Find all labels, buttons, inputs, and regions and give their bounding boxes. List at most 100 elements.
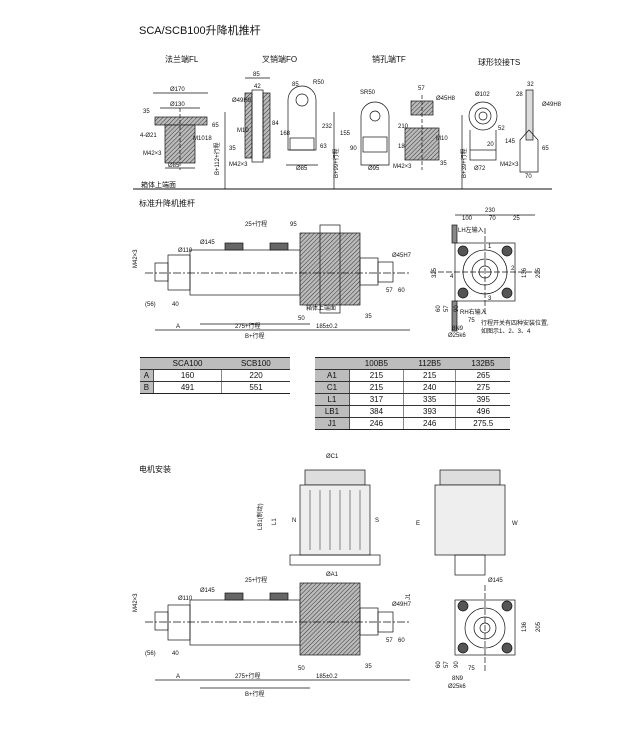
svg-text:R50: R50 (313, 80, 325, 86)
reference-surface-label: 箱体上端面 (141, 182, 176, 189)
svg-text:25+行程: 25+行程 (245, 220, 267, 228)
cell: 246 (348, 417, 404, 430)
svg-text:95: 95 (290, 222, 297, 228)
svg-text:L1: L1 (272, 518, 278, 525)
svg-text:Ø102: Ø102 (475, 92, 490, 98)
svg-text:100: 100 (462, 216, 473, 222)
svg-text:57: 57 (418, 86, 425, 92)
label-fork-end: 叉销端FO (262, 55, 298, 64)
svg-text:LH左输入: LH左输入 (458, 226, 484, 234)
svg-text:155: 155 (340, 131, 351, 137)
flange-end-drawing (153, 92, 208, 170)
note-line-2: 如图示1、2、3、4 (481, 329, 531, 335)
svg-text:S: S (375, 518, 379, 524)
svg-text:Ø110: Ø110 (178, 248, 193, 254)
svg-text:Ø45H8: Ø45H8 (436, 96, 456, 102)
svg-text:M42×3: M42×3 (500, 162, 519, 168)
svg-text:ØA1: ØA1 (326, 572, 339, 578)
svg-text:箱体上端面: 箱体上端面 (306, 304, 336, 312)
svg-text:32: 32 (527, 82, 534, 88)
svg-text:SR50: SR50 (360, 90, 376, 96)
svg-text:Ø45H7: Ø45H7 (392, 253, 412, 259)
svg-text:136: 136 (522, 267, 528, 278)
svg-text:4: 4 (450, 274, 454, 280)
svg-text:M42×3: M42×3 (229, 162, 248, 168)
svg-text:Ø170: Ø170 (170, 87, 185, 93)
svg-text:85: 85 (292, 82, 299, 88)
standard-actuator-top-view (430, 214, 540, 332)
row-label: J1 (315, 417, 350, 430)
switch-note: 行程开关有四种安装位置, 如图示1、2、3、4 (481, 320, 549, 336)
svg-text:210: 210 (398, 124, 409, 130)
svg-text:Ø25k6: Ø25k6 (448, 684, 466, 690)
svg-text:136: 136 (522, 621, 528, 632)
dimension-labels: Ø170 Ø130 4-Ø21 M42×3 Ø85 65 18 M10 35 8… (133, 72, 562, 698)
svg-text:28: 28 (516, 92, 523, 98)
cell: 395 (455, 393, 510, 406)
svg-text:57: 57 (386, 288, 393, 294)
svg-text:60: 60 (398, 638, 405, 644)
cell: 265 (455, 369, 510, 382)
svg-text:1: 1 (488, 244, 492, 250)
cell: 551 (221, 381, 290, 394)
svg-text:42: 42 (254, 84, 261, 90)
label-pin-hole-end: 销孔端TF (372, 55, 406, 64)
svg-text:Ø85: Ø85 (296, 166, 308, 172)
cell: 215 (348, 381, 404, 394)
cell: 215 (402, 369, 456, 382)
table1-header (140, 357, 154, 370)
cell: 215 (348, 369, 404, 382)
label-flange-end: 法兰端FL (165, 55, 199, 64)
row-label: B (140, 381, 154, 394)
table-row: A 160 220 (140, 369, 290, 382)
table2-header: 100B5 (349, 357, 404, 370)
svg-text:Ø110: Ø110 (178, 596, 193, 602)
svg-text:57: 57 (444, 305, 450, 312)
svg-text:A: A (176, 324, 180, 330)
label-ball-joint-end: 球形铰接TS (478, 58, 521, 67)
svg-text:A: A (176, 674, 180, 680)
table1-header: SCA100 (153, 357, 222, 370)
cell: 275.5 (455, 417, 510, 430)
model-dimension-table: SCA100 SCB100 A 160 220 B 491 551 (140, 357, 290, 394)
svg-text:2: 2 (511, 266, 515, 272)
svg-text:90: 90 (350, 146, 357, 152)
svg-text:25+行程: 25+行程 (245, 576, 267, 584)
svg-text:20: 20 (487, 142, 494, 148)
cell: 246 (402, 417, 456, 430)
svg-text:J1: J1 (406, 593, 412, 600)
svg-text:90: 90 (454, 305, 460, 312)
note-line-1: 行程开关有四种安装位置, (481, 321, 549, 327)
svg-text:70: 70 (525, 174, 532, 180)
svg-text:M10: M10 (193, 136, 205, 142)
svg-text:85: 85 (253, 72, 260, 78)
svg-text:35: 35 (440, 161, 447, 167)
ball-joint-end-drawing (468, 89, 539, 173)
cell: 491 (152, 381, 222, 394)
svg-text:50: 50 (298, 316, 305, 322)
svg-text:275+行程: 275+行程 (235, 322, 261, 330)
cell: 275 (455, 381, 510, 394)
standard-section-title: 标准升降机推杆 (139, 199, 195, 208)
svg-text:Ø145: Ø145 (200, 588, 215, 594)
svg-text:205: 205 (536, 621, 542, 632)
table1-header: SCB100 (221, 357, 290, 370)
table2-header: 132B5 (455, 357, 510, 370)
cell: 393 (402, 405, 456, 418)
svg-text:Ø85: Ø85 (168, 163, 180, 169)
svg-text:35: 35 (365, 664, 372, 670)
svg-text:70: 70 (489, 216, 496, 222)
page-title: SCA/SCB100升降机推杆 (139, 25, 261, 37)
svg-text:40: 40 (172, 302, 179, 308)
svg-text:Ø145: Ø145 (488, 578, 503, 584)
row-label: A (140, 369, 154, 382)
svg-text:145: 145 (505, 139, 516, 145)
svg-text:3: 3 (488, 296, 492, 302)
cell: 160 (152, 369, 222, 382)
table-row: B 491 551 (140, 381, 290, 394)
row-label: L1 (315, 393, 350, 406)
